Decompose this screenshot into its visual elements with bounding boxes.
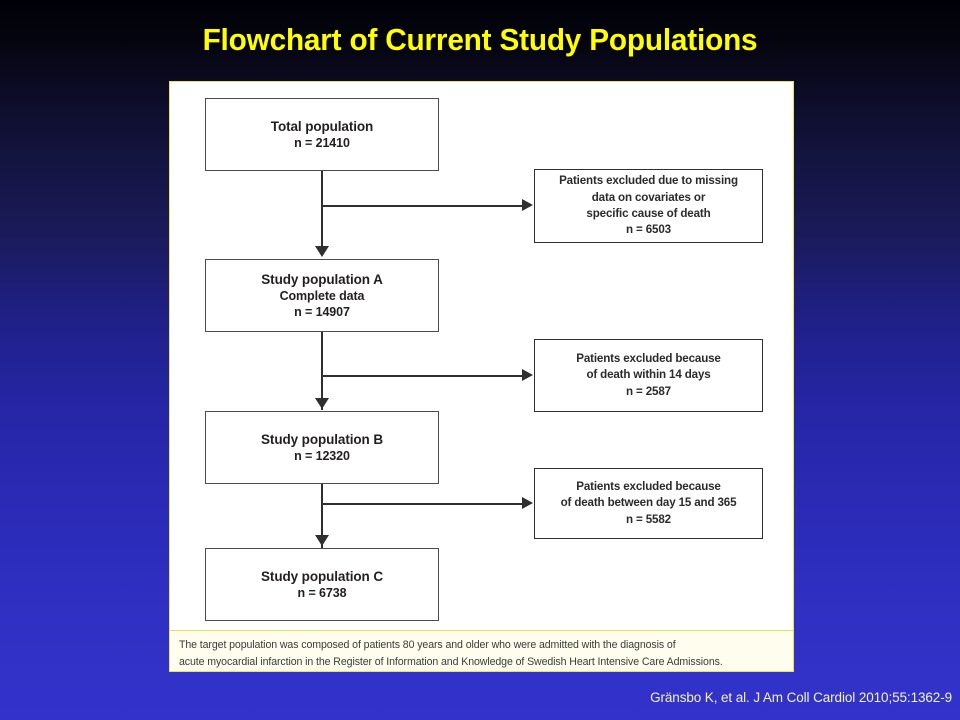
arrow-right-icon-exclusion-1 [522,199,533,211]
flow-box-title: Study population A [261,271,383,287]
flow-box-title: Total population [270,118,374,134]
flow-box-exclusion-death-15-365[interactable]: Patients excluded because of death betwe… [534,468,763,539]
flowchart: Total population n = 21410 Patients excl… [170,82,793,630]
citation: Gränsbo K, et al. J Am Coll Cardiol 2010… [650,690,952,705]
flow-box-title: Study population C [261,568,383,584]
flow-box-count: n = 14907 [294,305,350,320]
arrow-right-icon-exclusion-2 [522,369,533,381]
flow-box-study-population-b[interactable]: Study population B n = 12320 [205,411,439,484]
arrow-right-icon-exclusion-3 [522,497,533,509]
connector-line-total-to-a [321,171,323,248]
exclusion-line-2: of death between day 15 and 365 [560,496,737,510]
exclusion-line-2: data on covariates or [591,190,706,204]
figure-footnote: The target population was composed of pa… [170,631,793,671]
exclusion-line-1: Patients excluded due to missing [559,174,738,188]
flow-box-exclusion-death-14-days[interactable]: Patients excluded because of death withi… [534,339,763,412]
connector-line-b-to-c [321,484,323,559]
footnote-divider [170,630,793,631]
arrow-down-icon-to-population-c [315,535,329,546]
arrow-down-icon-to-population-a [315,246,329,257]
exclusion-count: n = 5582 [626,512,671,526]
figure-panel: Total population n = 21410 Patients excl… [169,81,794,672]
footnote-line-2: acute myocardial infarction in the Regis… [179,656,723,669]
connector-line-to-exclusion-3 [321,503,523,505]
flow-box-count: n = 21410 [294,136,350,151]
exclusion-line-1: Patients excluded because [576,479,721,493]
flow-box-exclusion-missing-data[interactable]: Patients excluded due to missing data on… [534,169,763,243]
flow-box-count: n = 6738 [297,586,347,601]
flow-box-study-population-c[interactable]: Study population C n = 6738 [205,548,439,621]
flow-box-total-population[interactable]: Total population n = 21410 [205,98,439,171]
flow-box-title: Study population B [261,431,383,447]
connector-line-to-exclusion-2 [321,375,523,377]
page-title: Flowchart of Current Study Populations [202,22,758,57]
flow-box-study-population-a[interactable]: Study population A Complete data n = 149… [205,259,439,332]
exclusion-line-3: specific cause of death [586,207,711,220]
flow-box-count: n = 12320 [294,449,350,464]
connector-line-to-exclusion-1 [321,205,523,207]
arrow-down-icon-to-population-b [315,398,329,409]
flow-box-subtitle: Complete data [279,289,365,304]
exclusion-line-2: of death within 14 days [586,368,711,382]
exclusion-line-1: Patients excluded because [576,351,721,365]
connector-line-a-to-b [321,332,323,410]
exclusion-count: n = 2587 [626,384,671,398]
exclusion-count: n = 6503 [626,223,671,237]
footnote-line-1: The target population was composed of pa… [179,639,676,651]
